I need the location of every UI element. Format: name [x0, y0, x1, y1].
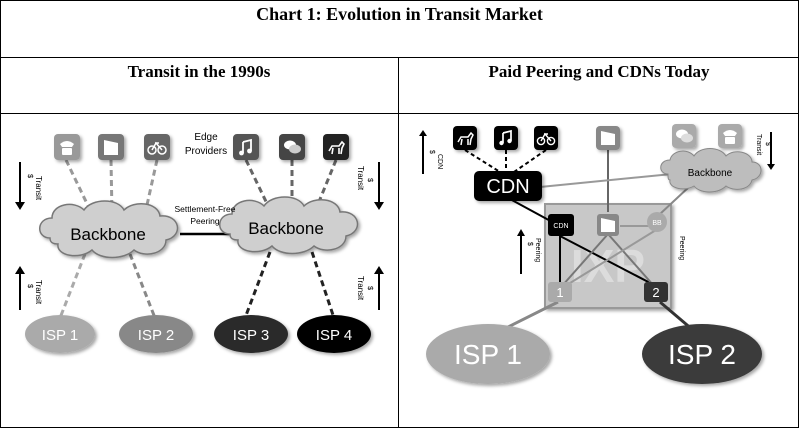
title-divider — [0, 57, 799, 58]
svg-text:CDN: CDN — [486, 176, 529, 198]
svg-text:ISP 2: ISP 2 — [668, 339, 736, 370]
film-icon — [597, 214, 619, 236]
svg-text:2: 2 — [652, 285, 659, 300]
isp-2-node: ISP 2 — [642, 324, 762, 384]
dollar-label: $ — [428, 150, 435, 154]
svg-text:CDN: CDN — [553, 223, 568, 230]
edge-label-1: Edge — [194, 132, 218, 143]
peering-label: Peering — [678, 236, 685, 260]
isp-4-node: ISP 4 — [297, 315, 371, 353]
dog-icon — [323, 134, 349, 160]
dollar-label: $ — [764, 142, 771, 146]
cdn-small-node: CDN — [548, 214, 574, 236]
film-icon — [98, 134, 124, 160]
music-icon — [233, 134, 259, 160]
svg-text:1: 1 — [556, 285, 563, 300]
transit-label: Transit — [356, 276, 365, 301]
transit-label: Transit — [34, 280, 43, 305]
cdn-vertical-label: CDN — [436, 154, 443, 169]
dollar-label: $ — [366, 286, 375, 291]
cdn-node: CDN — [474, 171, 542, 201]
transit-label: Transit — [34, 176, 43, 201]
peering-label: Peering — [534, 238, 541, 262]
cdn-arrow: $ CDN — [419, 130, 443, 174]
left-heading: Transit in the 1990s — [127, 62, 271, 81]
isp-1-node: ISP 1 — [25, 315, 95, 353]
network-diagram: Backbone Backbone Settlement-Free Peerin… — [15, 124, 775, 384]
svg-text:ISP 2: ISP 2 — [138, 327, 174, 344]
peering-arrow-left: $ Peering — [517, 229, 541, 274]
transit-arrow-top-left: $ Transit — [15, 162, 43, 210]
svg-text:ISP 3: ISP 3 — [233, 327, 269, 344]
chat-icon — [279, 134, 305, 160]
dollar-label: $ — [526, 242, 533, 246]
dog-icon — [453, 126, 477, 150]
left-diagram: Backbone Backbone Settlement-Free Peerin… — [15, 132, 384, 353]
chart-title: Chart 1: Evolution in Transit Market — [256, 4, 543, 24]
backbone-label-right: Backbone — [248, 219, 324, 238]
transit-arrow-bottom-right: Transit $ — [356, 266, 384, 310]
svg-text:BB: BB — [652, 220, 662, 227]
backbone-label: Backbone — [688, 168, 733, 179]
music-icon — [494, 126, 518, 150]
backbone-label-left: Backbone — [70, 225, 146, 244]
phone-icon — [54, 134, 80, 160]
dollar-label: $ — [26, 174, 35, 179]
port-1-node: 1 — [548, 282, 572, 302]
settlement-label-1: Settlement-Free — [175, 204, 236, 214]
edge-label-2: Providers — [185, 146, 227, 157]
isp-3-node: ISP 3 — [214, 315, 288, 353]
phone-icon — [718, 124, 742, 148]
transit-arrow-top-right: Transit $ — [356, 162, 384, 210]
bike-icon — [534, 126, 558, 150]
svg-text:ISP 1: ISP 1 — [454, 339, 522, 370]
column-divider — [398, 58, 399, 428]
transit-arrow-bottom-left: $ Transit — [15, 266, 43, 310]
heading-divider — [0, 113, 799, 114]
bb-node: BB — [647, 212, 667, 232]
backbone-cloud — [660, 148, 762, 193]
bike-icon — [144, 134, 170, 160]
dollar-label: $ — [366, 178, 375, 183]
settlement-label-2: Peering — [190, 216, 220, 226]
transit-label: Transit — [356, 166, 365, 191]
right-diagram: IXP — [419, 124, 775, 384]
transit-arrow: Transit $ — [755, 132, 775, 170]
dollar-label: $ — [26, 284, 35, 289]
port-2-node: 2 — [644, 282, 668, 302]
backbone-cloud-right — [219, 196, 359, 255]
isp-1-node: ISP 1 — [426, 324, 550, 384]
chat-icon — [672, 124, 696, 148]
right-heading: Paid Peering and CDNs Today — [488, 62, 710, 81]
svg-text:ISP 4: ISP 4 — [316, 327, 352, 344]
transit-label: Transit — [755, 134, 762, 155]
svg-text:ISP 1: ISP 1 — [42, 327, 78, 344]
isp-2-node: ISP 2 — [119, 315, 193, 353]
film-icon — [596, 126, 620, 150]
peering-arrow-right: Peering — [678, 236, 685, 260]
backbone-cloud-left — [39, 200, 179, 259]
